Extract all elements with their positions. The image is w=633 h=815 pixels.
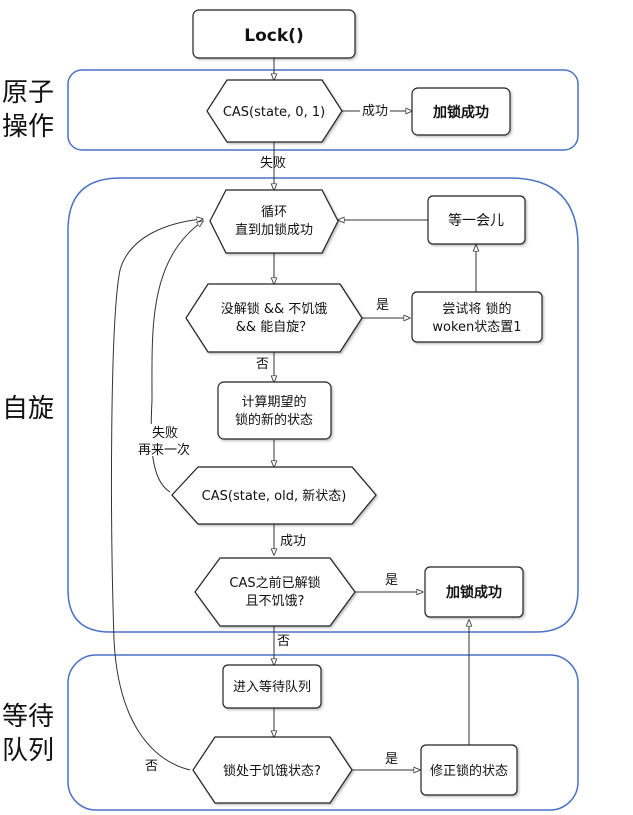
group-spin-container	[67, 177, 579, 633]
edge-starving-no-curve	[111, 219, 203, 771]
group-atomic-container	[67, 69, 579, 151]
node-lock-success-1-text: 加锁成功	[432, 104, 489, 121]
node-lock-success-1	[411, 87, 511, 136]
label-cas-new-success: 成功	[280, 534, 306, 549]
node-unlocked-check	[194, 557, 356, 627]
node-cas-new-text: CAS(state, old, 新状态)	[202, 488, 347, 504]
node-try-set-woken-line2: woken状态置1	[432, 320, 521, 335]
label-unlocked-yes: 是	[385, 573, 398, 588]
group-atomic-label-line2: 操作	[2, 112, 55, 142]
label-spin-yes: 是	[376, 298, 389, 313]
node-loop-line1: 循环	[261, 205, 287, 220]
node-wait-a-moment-text: 等一会儿	[448, 212, 504, 229]
node-lock-text: Lock()	[244, 26, 303, 46]
label-starving-no: 否	[145, 759, 158, 774]
node-compute-state	[217, 381, 332, 440]
group-atomic-label-line1: 原子	[2, 78, 55, 108]
node-compute-state-line1: 计算期望的	[241, 394, 306, 410]
node-lock-success-2-text: 加锁成功	[445, 584, 502, 601]
node-loop	[209, 189, 339, 254]
label-unlocked-no: 否	[277, 634, 290, 649]
group-queue-container	[67, 654, 579, 811]
node-starving-check-text: 锁处于饥饿状态?	[223, 763, 321, 779]
group-queue-label: 等待 队列	[2, 700, 54, 768]
group-queue-label-line2: 队列	[2, 736, 55, 766]
label-cas-fail: 失败	[260, 156, 286, 171]
node-spin-check-line2: && 能自旋？	[236, 320, 312, 335]
node-spin-check	[185, 283, 363, 353]
node-try-set-woken-line1: 尝试将 锁的	[442, 301, 511, 317]
label-spin-no: 否	[256, 357, 269, 372]
edge-retry-curve	[150, 221, 203, 493]
label-starving-yes: 是	[385, 752, 398, 767]
node-lock	[192, 9, 356, 59]
node-enter-queue	[222, 664, 322, 709]
group-spin-label: 自旋	[2, 394, 55, 424]
node-lock-success-2	[424, 566, 524, 618]
node-try-set-woken	[411, 291, 543, 343]
node-enter-queue-text: 进入等待队列	[233, 679, 311, 695]
node-starving-check	[192, 736, 353, 804]
node-unlocked-check-line2: 且不饥饿?	[246, 594, 305, 609]
label-retry-line2: 再来一次	[138, 442, 190, 458]
node-wait-a-moment	[427, 195, 526, 245]
label-cas-success: 成功	[362, 104, 388, 119]
node-loop-line2: 直到加锁成功	[235, 222, 313, 238]
node-cas-initial	[206, 79, 343, 143]
node-cas-initial-text: CAS(state, 0, 1)	[223, 105, 325, 120]
group-atomic-label: 原子 操作	[2, 76, 54, 144]
label-retry-line1: 失败	[152, 426, 178, 441]
node-fix-state	[420, 744, 518, 796]
node-fix-state-text: 修正锁的状态	[430, 763, 508, 779]
group-queue-label-line1: 等待	[2, 702, 55, 732]
node-compute-state-line2: 锁的新的状态	[235, 412, 313, 428]
node-cas-new	[171, 466, 377, 525]
node-spin-check-line1: 没解锁 && 不饥饿	[221, 301, 328, 317]
node-unlocked-check-line1: CAS之前已解锁	[229, 575, 320, 591]
